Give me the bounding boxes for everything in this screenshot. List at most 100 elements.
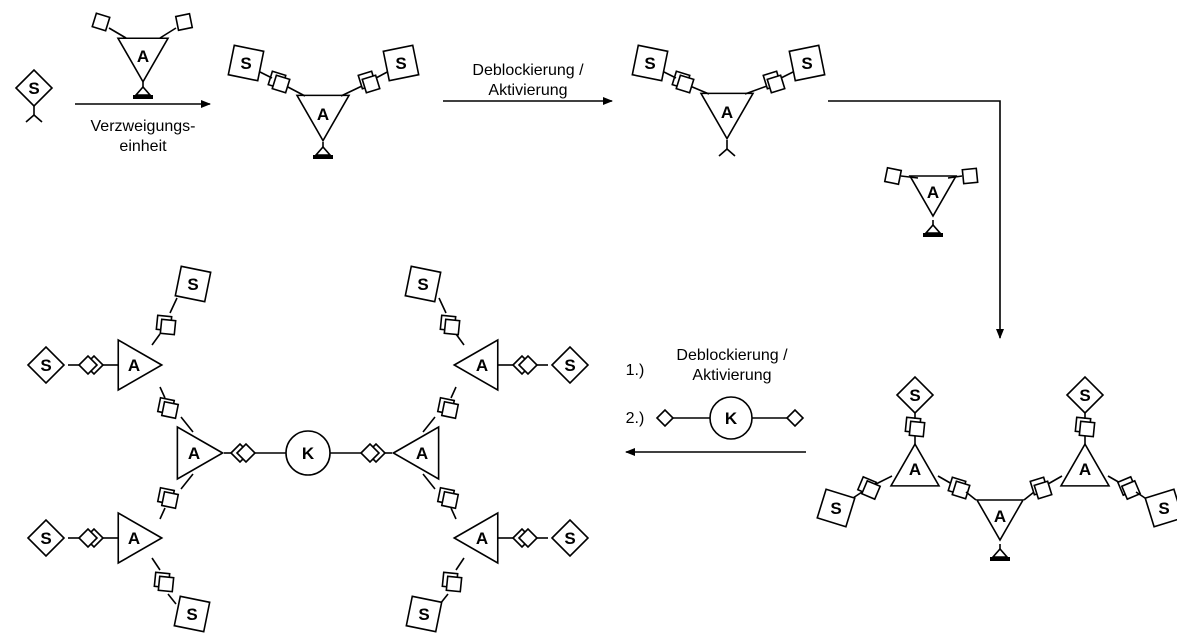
- surface-square-137: [173, 595, 211, 633]
- reagent-1-square-right-10: [174, 12, 194, 32]
- bond-159: [438, 297, 447, 314]
- bond-92: [1023, 491, 1035, 501]
- linker-square-b-158: [443, 318, 461, 336]
- reagent-3-square-left-51: [883, 166, 903, 186]
- bond-33: [689, 85, 710, 95]
- fork-right-47: [726, 148, 736, 157]
- bond-156: [455, 333, 465, 346]
- linker-square-b-146: [440, 400, 460, 420]
- block-bar-56: [923, 233, 943, 237]
- bond-133: [151, 557, 161, 571]
- branching-caption-line2: einheit: [119, 138, 167, 155]
- deblock-caption-line2: Aktivierung: [488, 82, 567, 99]
- branch-label-126: A: [128, 529, 140, 548]
- surface-label-120: S: [187, 275, 198, 294]
- product-3-triangle-top-65: [1059, 442, 1111, 487]
- linker-square-b-61: [908, 420, 926, 438]
- bond-103: [180, 416, 194, 433]
- linker-square-b-41: [766, 74, 786, 94]
- final-lower-diamond-b-129: [77, 527, 99, 549]
- fork-left-3: [25, 114, 35, 123]
- bond-89: [1047, 475, 1063, 485]
- bond-106: [159, 386, 166, 399]
- block-triangle-55: [924, 223, 942, 234]
- linker-square-b-35: [675, 74, 695, 94]
- surface-diamond-113: [26, 345, 66, 385]
- final-upper-diamond-b-111: [77, 354, 99, 376]
- product-3-triangle-top-57: [889, 442, 941, 487]
- linker-square-b-91: [1033, 480, 1053, 500]
- bond-9: [159, 27, 177, 39]
- surface-label-64: S: [909, 386, 920, 405]
- branch-label-99: A: [188, 444, 200, 463]
- linker-square-b-117: [159, 318, 177, 336]
- bond-7: [108, 27, 127, 39]
- surface-diamond-154: [550, 345, 590, 385]
- final-upper-triangle-107: [117, 338, 164, 392]
- final-upper-triangle-148: [452, 338, 499, 392]
- branching-caption-line1: Verzweigungs-: [91, 118, 196, 135]
- final-linker-diamond-b-102: [235, 442, 257, 464]
- surface-label-38: S: [644, 54, 655, 73]
- surface-label-21: S: [240, 54, 251, 73]
- branch-label-6: A: [137, 47, 149, 66]
- surface-diamond-172: [550, 518, 590, 558]
- product-3-triangle-center-93: [975, 499, 1025, 542]
- deblock-caption-line1: Deblockierung /: [472, 62, 584, 79]
- branch-label-66: A: [1079, 460, 1091, 479]
- surface-diamond-63: [895, 375, 935, 415]
- branch-label-15: A: [317, 105, 329, 124]
- surface-label-27: S: [395, 54, 406, 73]
- step1-caption-line1: Deblockierung /: [676, 347, 788, 364]
- final-core-label: K: [302, 444, 315, 463]
- surface-label-161: S: [417, 275, 428, 294]
- branch-label-58: A: [909, 460, 921, 479]
- linker-square-b-75: [860, 479, 882, 501]
- final-lower-triangle-166: [452, 511, 499, 565]
- surface-diamond-71: [1065, 375, 1105, 415]
- bond-73: [875, 475, 893, 485]
- linker-square-b-24: [361, 74, 381, 94]
- block-triangle-96: [991, 547, 1009, 558]
- bond-165: [450, 507, 457, 520]
- final-lower-triangle-125: [117, 511, 164, 565]
- linker-square-b-69: [1078, 420, 1096, 438]
- surface-label-84: S: [1158, 499, 1169, 518]
- bond-174: [455, 557, 465, 571]
- fork-left-46: [718, 148, 728, 157]
- linker-square-b-105: [160, 400, 180, 420]
- surface-label-114: S: [40, 356, 51, 375]
- final-linker-diamond-b-143: [359, 442, 381, 464]
- bond-144: [422, 416, 436, 433]
- reagent-3-square-right-53: [961, 167, 979, 185]
- bond-39: [744, 85, 768, 95]
- bond-16: [285, 85, 306, 97]
- linker-square-b-164: [440, 490, 460, 510]
- bond-162: [422, 473, 436, 490]
- core-reagent-circle: [709, 396, 753, 440]
- bond-52: [947, 175, 963, 179]
- surface-label-78: S: [830, 499, 841, 518]
- surface-label-138: S: [186, 605, 197, 624]
- bond-115: [151, 333, 161, 346]
- surface-square-26: [382, 44, 420, 82]
- branch-label-32: A: [721, 103, 733, 122]
- branch-label-108: A: [128, 356, 140, 375]
- linker-square-b-135: [157, 575, 175, 593]
- final-core-circle: [285, 430, 331, 476]
- surface-square-37: [631, 44, 669, 82]
- surface-square-20: [227, 44, 265, 82]
- linker-square-b-87: [951, 480, 971, 500]
- reagent-1-square-left-8: [91, 12, 111, 32]
- surface-diamond-0: [14, 68, 54, 108]
- branch-label-167: A: [476, 529, 488, 548]
- surface-label-1: S: [28, 79, 39, 98]
- block-bar-97: [990, 557, 1010, 561]
- diamond-end-right: [785, 408, 805, 428]
- reagent-3-triangle-48: [908, 175, 958, 218]
- step2-prefix: 2.): [626, 410, 645, 427]
- branch-label-149: A: [476, 356, 488, 375]
- block-triangle-29: [314, 145, 332, 156]
